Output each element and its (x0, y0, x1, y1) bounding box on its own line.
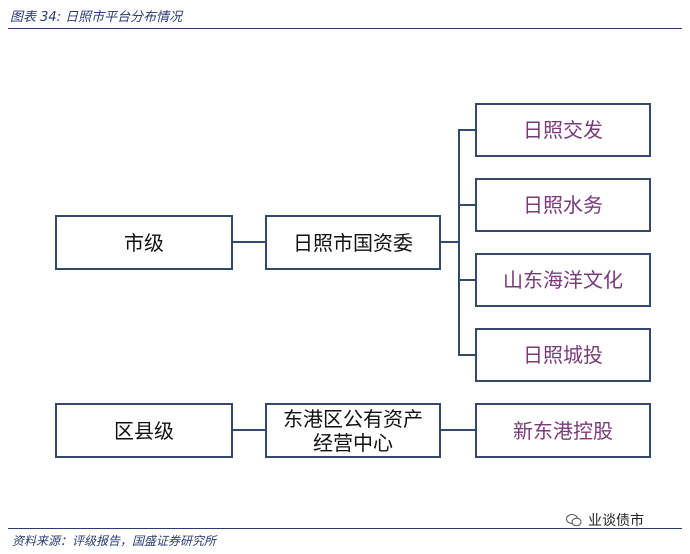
watermark-text: 业谈债市 (588, 513, 644, 529)
watermark: 业谈债市 (566, 510, 644, 530)
node-rizhao-sasac: 日照市国资委 (265, 215, 441, 270)
connector-to-haiyang (458, 279, 476, 281)
connector-to-jiaofa (458, 129, 476, 131)
node-rizhao-shuiwu: 日照水务 (475, 178, 651, 232)
figure-caption: 图表 34: 日照市平台分布情况 (10, 10, 183, 25)
bottom-rule (8, 528, 682, 529)
connector-vertical-trunk (458, 129, 460, 356)
connector-to-chengtou (458, 354, 476, 356)
wechat-icon (566, 514, 582, 527)
node-shandong-haiyang: 山东海洋文化 (475, 253, 651, 307)
connector-county-center (232, 429, 266, 431)
node-xin-donggang: 新东港控股 (475, 403, 651, 458)
top-rule (8, 28, 682, 29)
node-donggang-center: 东港区公有资产 经营中心 (265, 403, 441, 458)
node-city-level: 市级 (55, 215, 233, 270)
connector-city-sasac (232, 241, 266, 243)
node-county-level: 区县级 (55, 403, 233, 458)
connector-center-xindonggang (440, 429, 476, 431)
node-rizhao-jiaofa: 日照交发 (475, 103, 651, 157)
source-note: 资料来源：评级报告，国盛证券研究所 (12, 534, 217, 548)
connector-to-shuiwu (458, 204, 476, 206)
node-rizhao-chengtou: 日照城投 (475, 328, 651, 382)
connector-sasac-trunk (440, 241, 459, 243)
